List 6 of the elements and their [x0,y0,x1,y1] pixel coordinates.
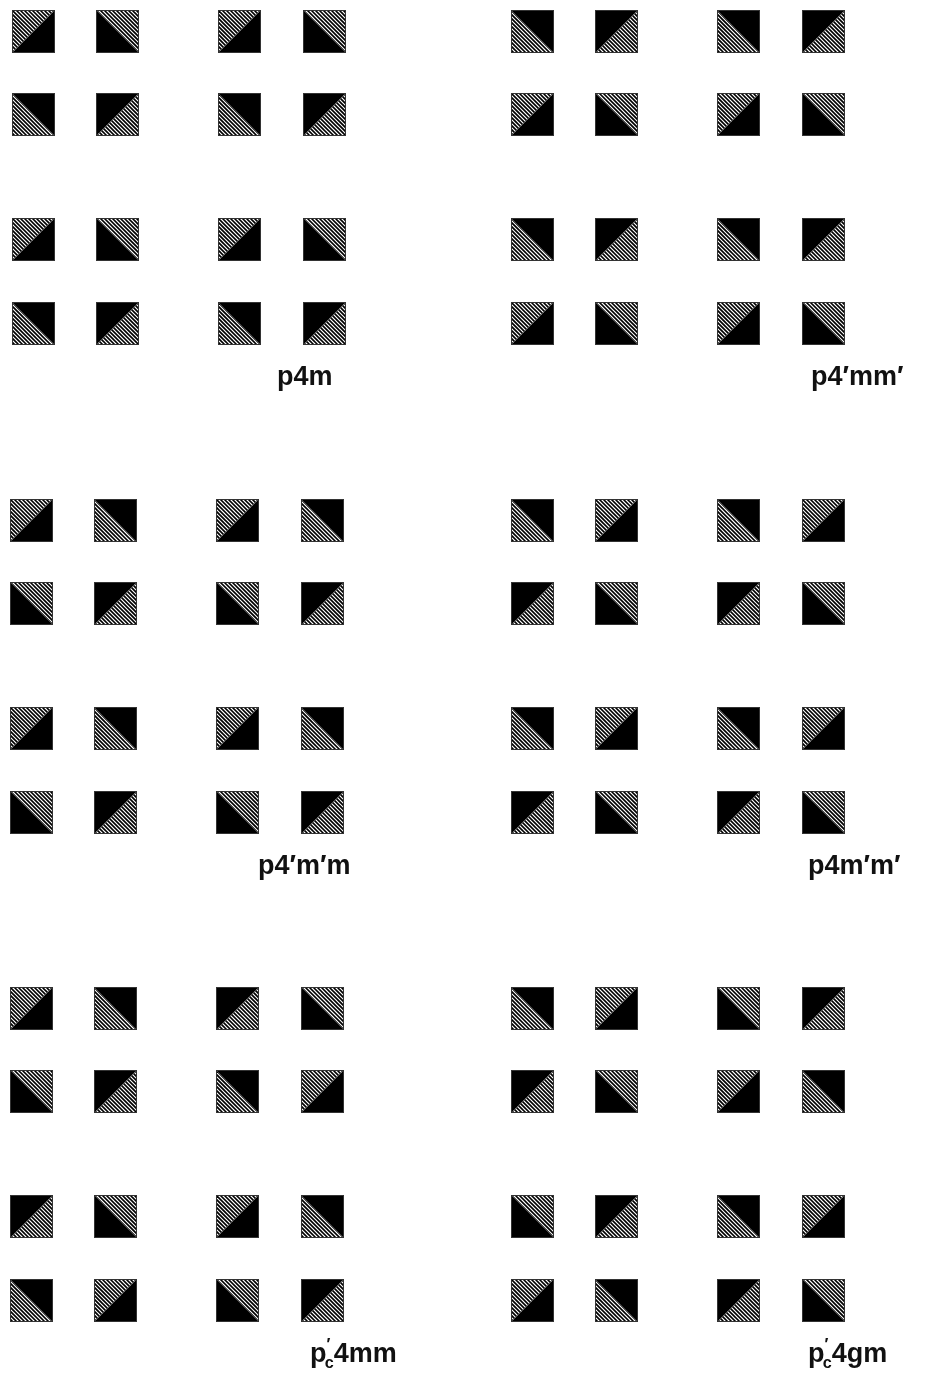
group-symbol-label: p$^{′}$$_{c}$4gm [808,1340,888,1367]
group-symbol-label: p4′mm′ [811,363,904,390]
group-symbol-label: p$^{′}$$_{c}$4mm [310,1340,397,1367]
group-symbol-label: p4′m′m [258,852,351,879]
group-symbol-label: p4m [277,363,333,390]
group-symbol-label: p4m′m′ [808,852,901,879]
